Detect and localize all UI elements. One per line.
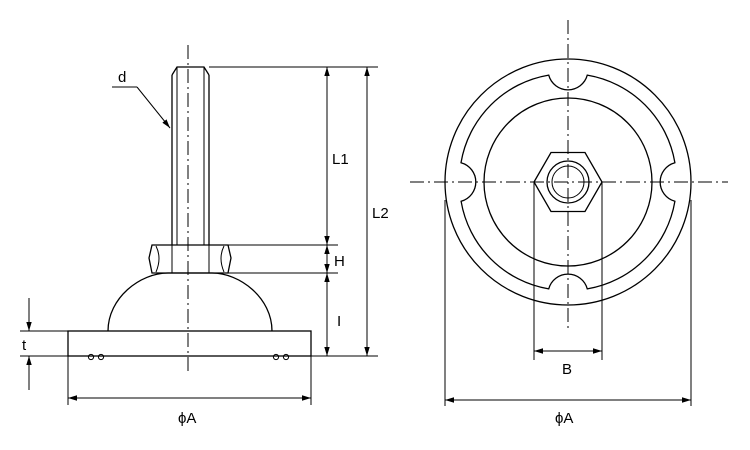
h-label: H <box>334 253 345 270</box>
t-label: t <box>22 337 27 354</box>
l1-label: L1 <box>332 151 349 168</box>
t-dimension: t <box>20 298 68 390</box>
h-dimension: H <box>228 245 345 274</box>
d-callout: d <box>112 69 171 129</box>
b-label: B <box>562 361 572 378</box>
l2-label: L2 <box>372 205 389 222</box>
top-diameter-label: ϕA <box>555 410 573 427</box>
side-diameter-label: ϕA <box>178 410 196 427</box>
top-view: B ϕA <box>410 20 728 427</box>
d-label: d <box>118 69 126 86</box>
hex-nut <box>148 244 232 274</box>
b-dimension: B <box>533 182 603 378</box>
top-diameter-dimension: ϕA <box>444 200 692 427</box>
i-label: I <box>337 313 341 330</box>
dome <box>107 272 273 332</box>
i-dimension: I <box>324 273 341 356</box>
threaded-stud <box>171 66 210 245</box>
side-diameter-dimension: ϕA <box>67 356 312 427</box>
l2-dimension: L2 <box>311 66 389 357</box>
side-view: d L1 L2 H I <box>20 45 389 427</box>
base-plate <box>67 330 312 361</box>
l1-dimension: L1 <box>209 66 349 246</box>
scalloped-plate <box>460 74 676 290</box>
